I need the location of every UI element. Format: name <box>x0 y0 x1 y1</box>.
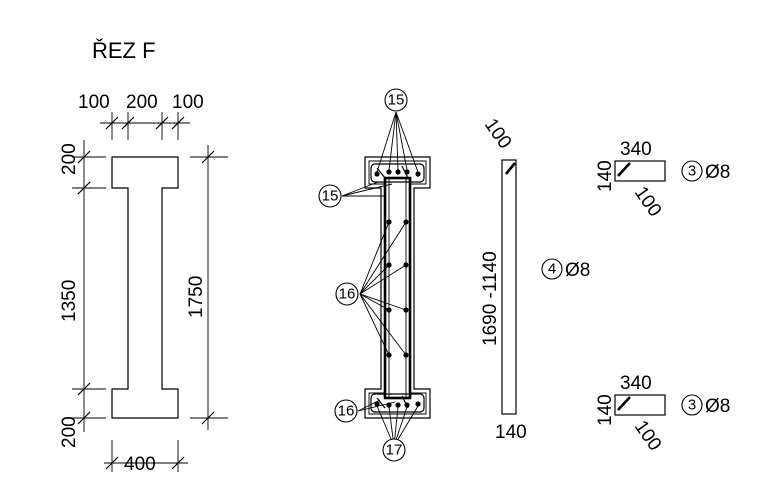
callout-15-mid-label: 15 <box>322 188 339 205</box>
stirrup-bottom-hook: 100 <box>630 417 665 455</box>
callout-16-mid-label: 16 <box>339 286 356 303</box>
callout-15-top: 15 <box>384 88 408 112</box>
callout-16-bottom-label: 16 <box>338 403 355 420</box>
left-dimension-chain <box>72 140 106 432</box>
dim-bottom-400: 400 <box>124 454 156 475</box>
bottom-dimension <box>104 440 188 472</box>
dim-left-1350: 1350 <box>59 280 80 322</box>
stirrup-bottom-width: 340 <box>620 373 652 394</box>
right-dimension <box>190 145 228 430</box>
dim-left-200-bottom: 200 <box>59 416 80 448</box>
callout-16-bottom: 16 <box>334 399 358 423</box>
dim-right-1750: 1750 <box>186 276 207 318</box>
callout-3-bottom: 3 <box>681 394 703 416</box>
callout-4: 4 <box>541 258 563 280</box>
leader-lines <box>341 111 419 447</box>
callout-4-label: 4 <box>548 261 556 278</box>
callout-15-top-label: 15 <box>388 92 405 109</box>
stirrup-top-spec: Ø8 <box>705 162 730 183</box>
stirrup-3-bottom-shape <box>614 394 666 416</box>
i-section-outline <box>111 156 179 419</box>
callout-3-bottom-label: 3 <box>688 397 696 414</box>
dim-top-100-right: 100 <box>172 92 204 113</box>
stirrup-3-top-shape <box>614 160 666 182</box>
stirrup-bottom-height: 140 <box>595 394 616 426</box>
dim-top-200: 200 <box>126 92 158 113</box>
stirrup-top-width: 340 <box>620 139 652 160</box>
callout-3-top: 3 <box>681 160 703 182</box>
top-dimension-chain <box>100 112 190 140</box>
callout-3-top-label: 3 <box>688 163 696 180</box>
bar-4-base-length: 140 <box>495 422 527 443</box>
section-title: ŘEZ F <box>92 38 156 63</box>
bar-4-spec: Ø8 <box>565 260 590 281</box>
callout-16-mid: 16 <box>335 282 359 306</box>
bar-4-length: 1690 -1140 <box>480 251 501 346</box>
bar-4-shape <box>501 159 517 415</box>
dim-top-100-left: 100 <box>78 92 110 113</box>
dim-left-200-top: 200 <box>59 143 80 175</box>
stirrup-top-height: 140 <box>595 160 616 192</box>
callout-17-bottom: 17 <box>382 438 406 462</box>
stirrup-top-hook: 100 <box>630 183 665 221</box>
callout-17-bottom-label: 17 <box>386 442 403 459</box>
stirrup-bottom-spec: Ø8 <box>705 396 730 417</box>
web-stirrup <box>383 176 412 400</box>
callout-15-mid: 15 <box>318 184 342 208</box>
bar-4-hook-length: 100 <box>480 115 515 153</box>
